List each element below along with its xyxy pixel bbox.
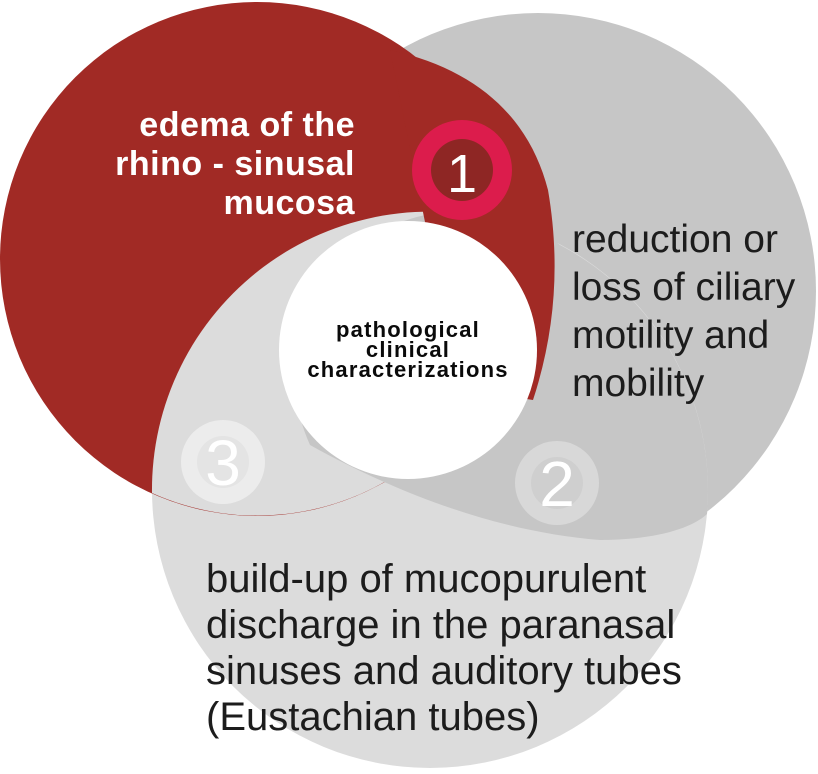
center-label-line: clinical xyxy=(365,337,451,362)
segment-2-label-line: mobility xyxy=(572,362,705,405)
segment-2-label-line: motility and xyxy=(572,314,770,357)
badge-3-inner xyxy=(197,436,249,488)
badge-1-number: 1 xyxy=(447,144,477,204)
badge-3-number: 3 xyxy=(205,427,241,499)
center-circle xyxy=(279,221,537,479)
badge-1: 1 xyxy=(412,120,512,220)
center-label: pathological clinical characterizations xyxy=(283,317,533,382)
segment-3-label: build-up of mucopurulent discharge in th… xyxy=(206,556,686,740)
segment-1-label-line: mucosa xyxy=(223,184,355,222)
segment-1-label-line: edema of the xyxy=(139,106,355,144)
segment-3-label-line: build-up of mucopurulent xyxy=(206,557,647,601)
segment-2-label-line: reduction or xyxy=(572,218,778,261)
segment-1-label-line: rhino - sinusal xyxy=(115,145,355,183)
segment-3-label-line: discharge in the paranasal xyxy=(206,603,676,647)
segment-3-label-line: sinuses and auditory tubes xyxy=(206,649,682,693)
segment-1-label: edema of the rhino - sinusal mucosa xyxy=(30,106,355,223)
badge-2-inner xyxy=(531,457,583,509)
badge-3: 3 xyxy=(181,420,265,504)
center-label-line: characterizations xyxy=(307,357,509,382)
segment-2-label-line: loss of ciliary xyxy=(572,266,796,309)
segment-2-label: reduction or loss of ciliary motility an… xyxy=(572,216,818,408)
center-label-line: pathological xyxy=(336,317,480,342)
badge-2: 2 xyxy=(515,441,599,525)
segment-3-label-line: (Eustachian tubes) xyxy=(206,695,540,739)
badge-2-number: 2 xyxy=(539,448,575,520)
badge-1-inner xyxy=(431,139,493,201)
